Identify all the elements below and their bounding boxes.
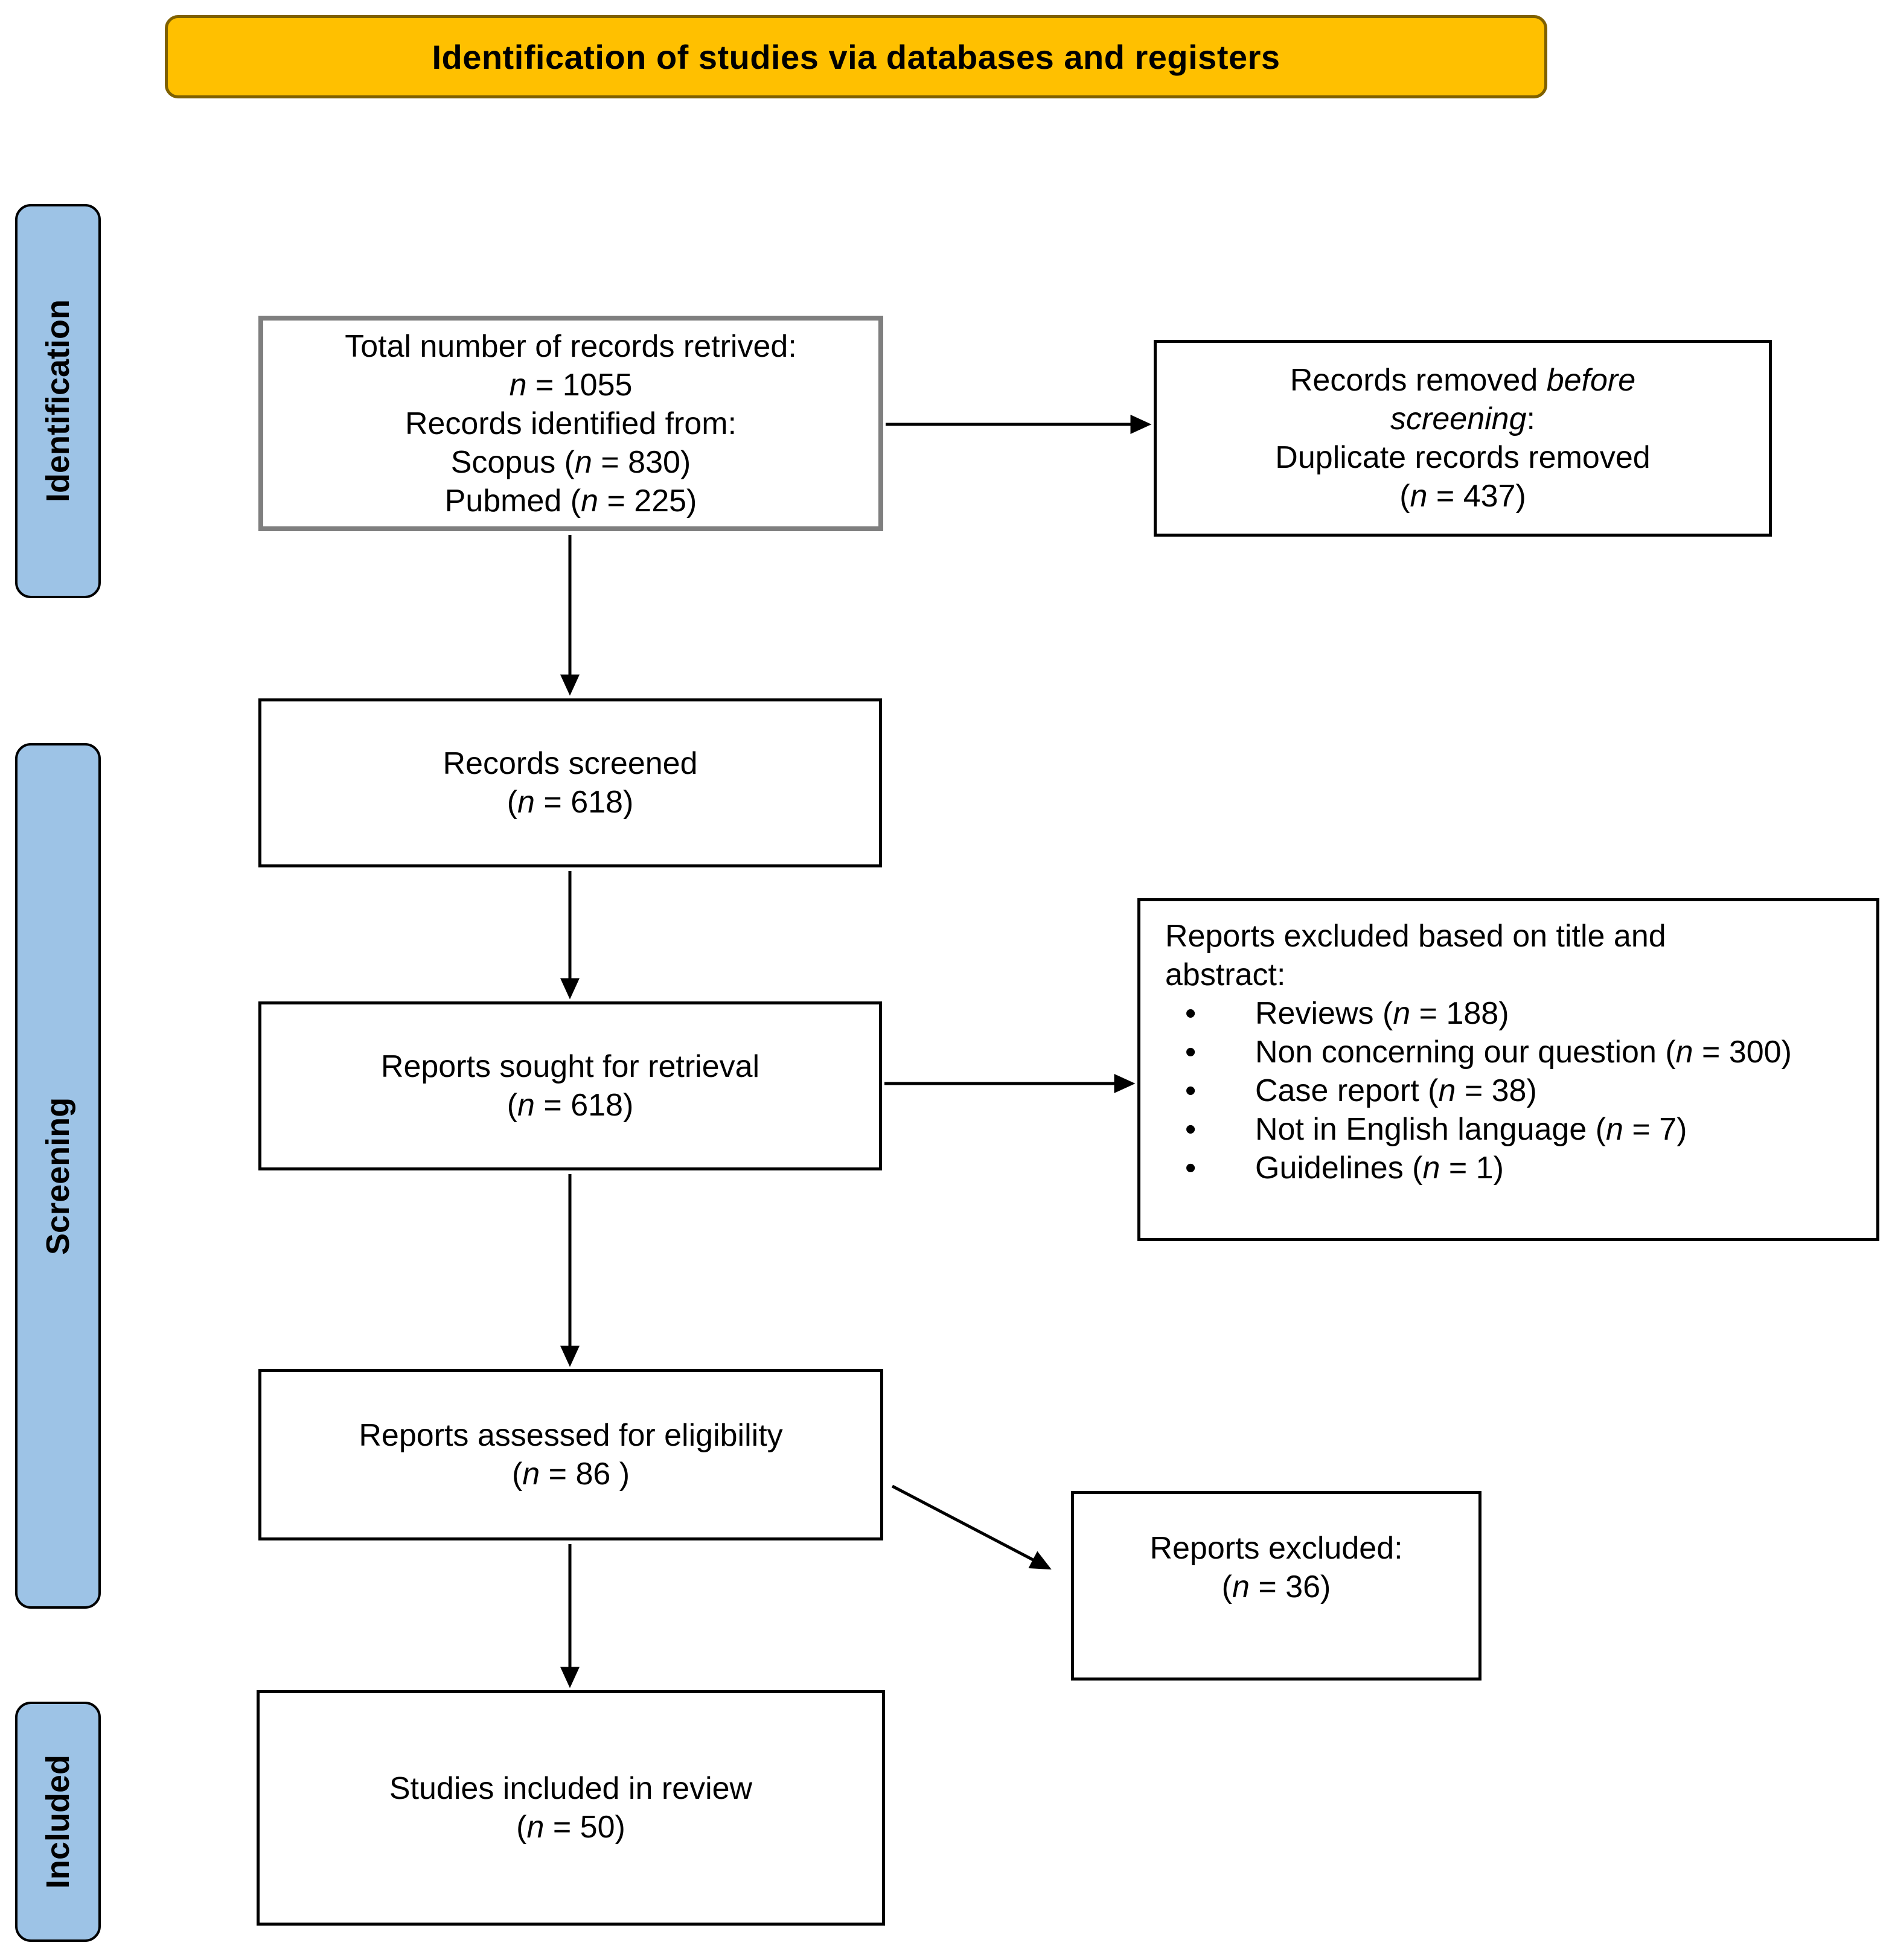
stage-label-included: Included [15,1702,101,1942]
stage-label-screening: Screening [15,743,101,1609]
box-reports-sought-for-retrieval: Reports sought for retrieval(n = 618) [258,1001,882,1170]
bullet-icon: • [1185,1035,1197,1070]
box-reports-excluded: Reports excluded:(n = 36) [1071,1491,1481,1681]
bullet-icon: • [1185,996,1197,1031]
bullet-icon: • [1185,1112,1197,1147]
arrow-assessed-to-excluded [891,1484,1052,1570]
bullet-icon: • [1185,1151,1197,1186]
excluded-reasons-list: •Reviews (n = 188)•Non concerning our qu… [1165,994,1865,1187]
box-studies-included-in-review: Studies included in review(n = 50) [257,1690,885,1926]
box-records-screened: Records screened(n = 618) [258,698,882,867]
box-reports-assessed-for-eligibility: Reports assessed for eligibility(n = 86 … [258,1369,883,1540]
banner-title: Identification of studies via databases … [165,15,1547,98]
box-records-retrieved: Total number of records retrived:n = 105… [258,316,883,531]
stage-label-identification: Identification [15,204,101,598]
bullet-icon: • [1185,1073,1197,1108]
